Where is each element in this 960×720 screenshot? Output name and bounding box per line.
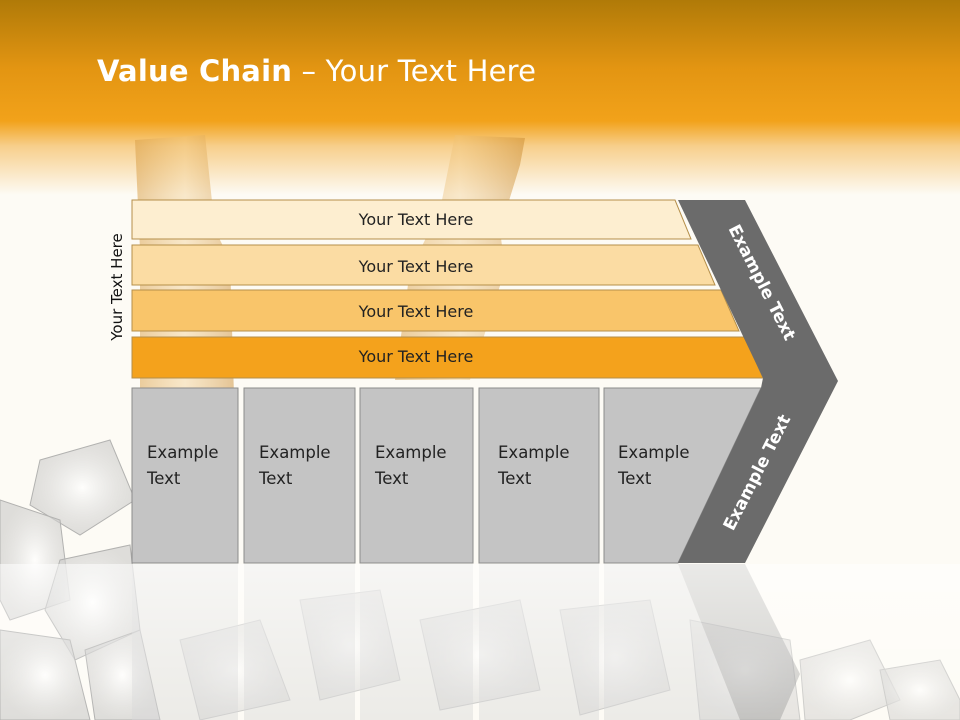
support-row-1-shape <box>131 199 692 240</box>
column-3-line2: Text <box>375 469 409 488</box>
support-row-1: Your Text Here <box>131 199 692 240</box>
column-2-text: Example Text <box>259 440 331 492</box>
support-row-4: Your Text Here <box>131 336 764 379</box>
column-2-line1: Example <box>259 443 331 462</box>
column-4-line1: Example <box>498 443 570 462</box>
column-3-text: Example Text <box>375 440 447 492</box>
primary-column-3 <box>359 387 474 564</box>
support-row-3-label: Your Text Here <box>358 302 474 321</box>
margin-arrow <box>678 200 838 563</box>
column-5-line1: Example <box>618 443 690 462</box>
title-rest: – Your Text Here <box>292 54 537 88</box>
primary-column-1 <box>131 387 239 564</box>
support-row-3-shape <box>131 289 740 332</box>
column-3-line1: Example <box>375 443 447 462</box>
column-4-line2: Text <box>498 469 532 488</box>
title-bold: Value Chain <box>97 54 293 88</box>
column-1-line2: Text <box>147 469 181 488</box>
column-1-text: Example Text <box>147 440 219 492</box>
support-row-1-label: Your Text Here <box>358 210 474 229</box>
support-row-2: Your Text Here <box>131 244 716 286</box>
column-5-line2: Text <box>618 469 652 488</box>
support-row-2-shape <box>131 244 716 286</box>
column-1-line1: Example <box>147 443 219 462</box>
column-5-text: Example Text <box>618 440 690 492</box>
column-4-text: Example Text <box>498 440 570 492</box>
column-2-line2: Text <box>259 469 293 488</box>
support-row-4-label: Your Text Here <box>358 347 474 366</box>
support-row-2-label: Your Text Here <box>358 257 474 276</box>
support-row-3: Your Text Here <box>131 289 740 332</box>
primary-column-2 <box>243 387 356 564</box>
primary-column-4 <box>478 387 600 564</box>
slide-title: Value Chain – Your Text Here <box>97 54 536 88</box>
